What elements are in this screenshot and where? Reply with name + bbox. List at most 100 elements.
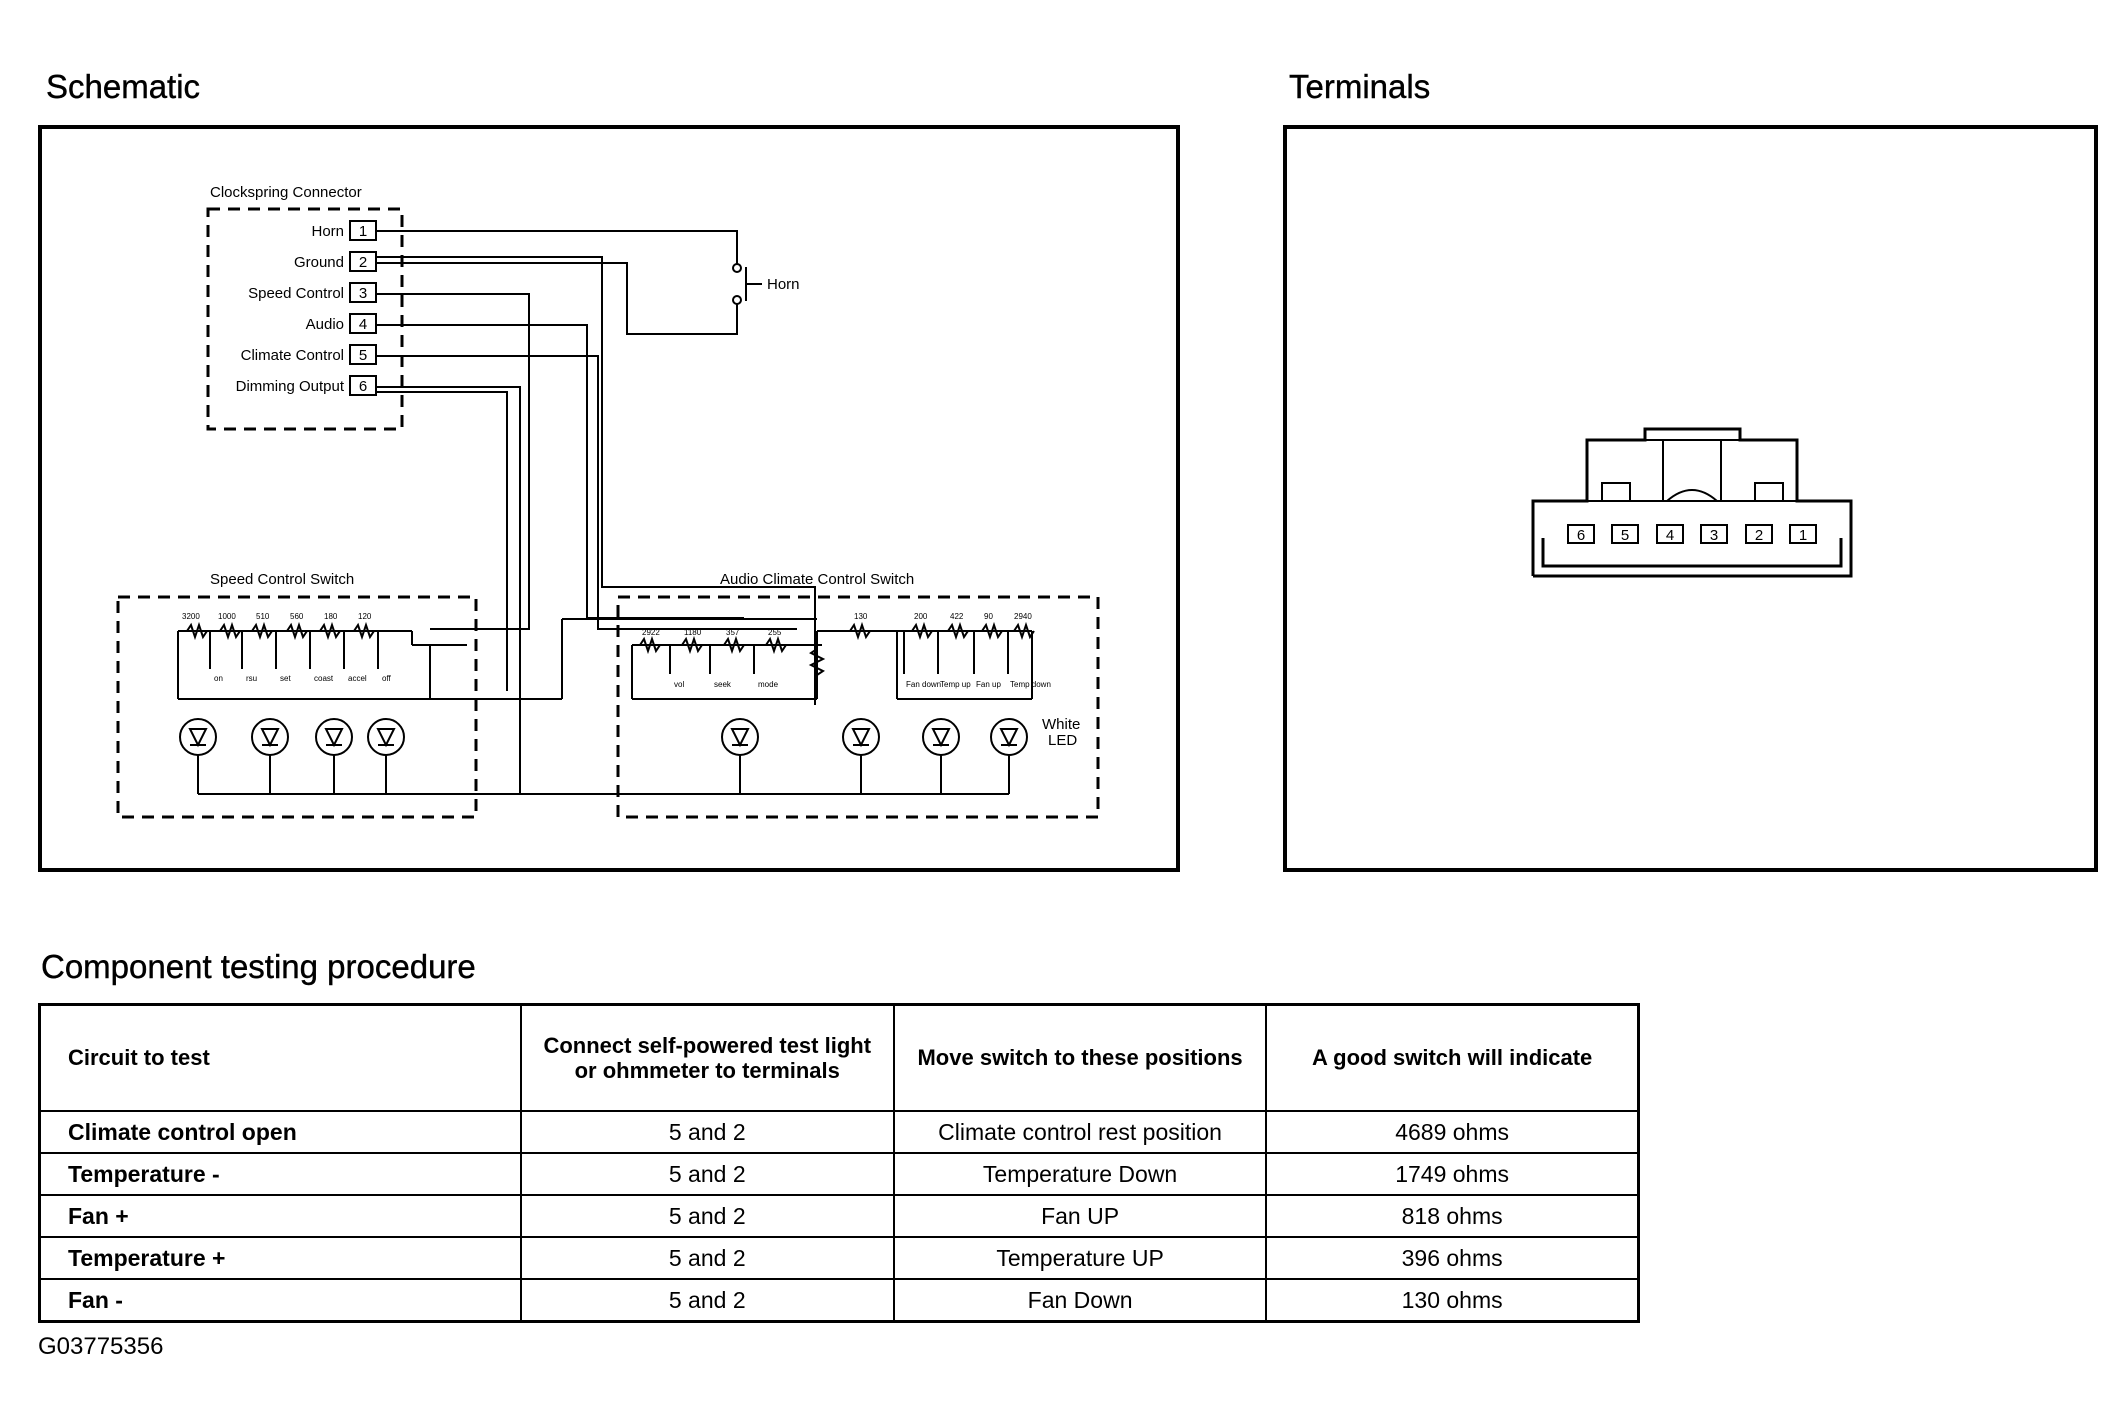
audio-resistor-2: 1180 [684,628,702,637]
audio-resistor-4: 255 [768,628,782,637]
speed-button-2: rsu [246,674,257,683]
table-header-row: Circuit to test Connect self-powered tes… [38,1003,1640,1112]
terminal-2-label: 2 [1755,527,1763,544]
figure-id: G03775356 [38,1333,164,1360]
terminals-panel: 6 5 4 3 2 1 [1283,125,2098,872]
speed-resistor-4: 560 [290,612,304,621]
audio-resistor-8: 90 [984,612,993,621]
pin-label-climate-control: Climate Control [241,347,344,364]
cell-position: Climate control rest position [892,1110,1268,1154]
terminal-1 [1789,524,1817,544]
audio-resistor-5: 130 [854,612,868,621]
header-indication: A good switch will indicate [1265,1003,1640,1112]
schematic-heading: Schematic [46,68,201,105]
speed-resistor-5: 180 [324,612,338,621]
cell-terminals: 5 and 2 [519,1194,895,1238]
table-row: Temperature + 5 and 2 Temperature UP 396… [38,1236,1640,1280]
procedure-table: Circuit to test Connect self-powered tes… [38,1003,1640,1323]
terminal-6-label: 6 [1577,527,1585,544]
schematic-panel: Clockspring Connector Horn Ground Speed … [38,125,1180,872]
header-circuit: Circuit to test [38,1003,522,1112]
terminal-5-label: 5 [1621,527,1629,544]
pin-num-6: 6 [359,378,367,395]
audio-button-6: Fan up [976,680,1001,689]
speed-resistor-6: 120 [358,612,372,621]
cell-circuit: Fan - [38,1278,522,1323]
audio-resistor-9: 2940 [1014,612,1032,621]
terminal-3-label: 3 [1710,527,1718,544]
clockspring-title: Clockspring Connector [210,184,362,201]
pin-num-3: 3 [359,285,367,302]
cell-terminals: 5 and 2 [519,1236,895,1280]
audio-button-2: seek [714,680,732,689]
terminal-4-label: 4 [1666,527,1674,544]
procedure-heading: Component testing procedure [41,948,476,985]
audio-button-3: mode [758,680,779,689]
cell-terminals: 5 and 2 [519,1110,895,1154]
audio-resistor-6: 200 [914,612,928,621]
audio-switch-title: Audio Climate Control Switch [720,571,914,588]
cell-position: Fan UP [892,1194,1268,1238]
speed-switch-box [116,595,478,819]
header-terminals: Connect self-powered test light or ohmme… [519,1003,895,1112]
pin-label-speed-control: Speed Control [248,285,344,302]
pin-num-2: 2 [359,254,367,271]
cell-terminals: 5 and 2 [519,1278,895,1323]
cell-circuit: Temperature - [38,1152,522,1196]
speed-button-6: off [382,674,392,683]
table-row: Climate control open 5 and 2 Climate con… [38,1110,1640,1154]
connector-diagram: 6 5 4 3 2 1 [1531,427,1853,578]
cell-indication: 4689 ohms [1265,1110,1640,1154]
cell-indication: 1749 ohms [1265,1152,1640,1196]
cell-indication: 396 ohms [1265,1236,1640,1280]
horn-label: Horn [767,276,800,293]
clockspring-box [206,207,404,431]
speed-button-5: accel [348,674,367,683]
cell-position: Temperature UP [892,1236,1268,1280]
audio-button-4: Fan down [906,680,941,689]
led-label-led: LED [1048,732,1077,749]
cell-circuit: Temperature + [38,1236,522,1280]
pin-label-dimming-output: Dimming Output [236,378,345,395]
terminals-heading: Terminals [1289,68,1431,105]
terminal-3 [1700,524,1728,544]
audio-button-5: Temp up [940,680,971,689]
audio-resistor-3: 357 [726,628,740,637]
audio-resistor-7: 422 [950,612,964,621]
speed-button-1: on [214,674,223,683]
pin-num-5: 5 [359,347,367,364]
terminal-1-label: 1 [1799,527,1807,544]
header-positions: Move switch to these positions [892,1003,1268,1112]
pin-label-ground: Ground [294,254,344,271]
terminal-4 [1656,524,1684,544]
speed-button-4: coast [314,674,334,683]
cell-indication: 818 ohms [1265,1194,1640,1238]
pin-num-1: 1 [359,223,367,240]
terminal-5 [1611,524,1639,544]
speed-resistor-1: 3200 [182,612,200,621]
table-row: Fan - 5 and 2 Fan Down 130 ohms [38,1278,1640,1323]
connector-outline [1531,427,1853,578]
cell-circuit: Fan + [38,1194,522,1238]
pin-num-4: 4 [359,316,367,333]
pin-label-horn: Horn [311,223,344,240]
cell-terminals: 5 and 2 [519,1152,895,1196]
led-label-white: White [1042,716,1080,733]
cell-circuit: Climate control open [38,1110,522,1154]
audio-switch-box [616,595,1100,819]
table-row: Fan + 5 and 2 Fan UP 818 ohms [38,1194,1640,1238]
speed-button-3: set [280,674,291,683]
terminal-2 [1745,524,1773,544]
speed-resistor-2: 1000 [218,612,236,621]
schematic-diagram: Clockspring Connector Horn Ground Speed … [116,184,1100,819]
audio-resistor-1: 2922 [642,628,660,637]
pin-label-audio: Audio [306,316,344,333]
audio-button-1: vol [674,680,684,689]
cell-indication: 130 ohms [1265,1278,1640,1323]
cell-position: Fan Down [892,1278,1268,1323]
terminal-6 [1567,524,1595,544]
audio-button-7: Temp down [1010,680,1051,689]
speed-switch-title: Speed Control Switch [210,571,354,588]
table-row: Temperature - 5 and 2 Temperature Down 1… [38,1152,1640,1196]
speed-resistor-3: 510 [256,612,270,621]
